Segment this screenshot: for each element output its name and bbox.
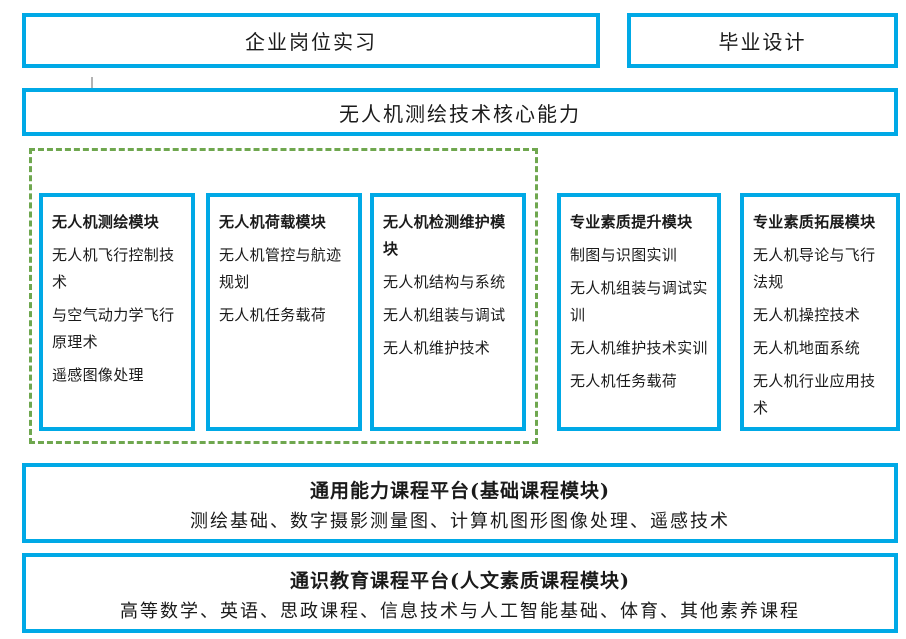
- course-item: 无人机任务载荷: [219, 306, 327, 324]
- internship-box: 企业岗位实习: [22, 13, 600, 68]
- course-item: 无人机结构与系统: [383, 273, 506, 291]
- graduation-design-box: 毕业设计: [627, 13, 898, 68]
- course-item: 无人机行业应用技术: [753, 372, 876, 417]
- module-box-quality-expansion: 专业素质拓展模块 无人机导论与飞行法规 无人机操控技术 无人机地面系统 无人机行…: [740, 193, 900, 431]
- module-box-mapping: 无人机测绘模块 无人机飞行控制技术 与空气动力学飞行原理术 遥感图像处理: [39, 193, 195, 431]
- course-item: 无人机导论与飞行法规: [753, 246, 876, 291]
- platform-courses: 测绘基础、数字摄影测量图、计算机图形图像处理、遥感技术: [190, 511, 730, 532]
- course-item: 无人机管控与航迹规划: [219, 246, 342, 291]
- course-item: 无人机组装与调试: [383, 306, 506, 324]
- module-box-quality-improvement: 专业素质提升模块 制图与识图实训 无人机组装与调试实训 无人机维护技术实训 无人…: [557, 193, 721, 431]
- graduation-design-label: 毕业设计: [718, 30, 807, 54]
- course-item: 遥感图像处理: [52, 366, 144, 384]
- course-item: 与空气动力学飞行原理术: [52, 306, 175, 351]
- module-title: 无人机荷载模块: [219, 213, 327, 231]
- course-item: 无人机组装与调试实训: [570, 279, 708, 324]
- platform-title: 通识教育课程平台(人文素质课程模块): [290, 570, 630, 592]
- module-title: 专业素质拓展模块: [753, 213, 876, 231]
- course-item: 无人机操控技术: [753, 306, 861, 324]
- platform-box-general-education: 通识教育课程平台(人文素质课程模块) 高等数学、英语、思政课程、信息技术与人工智…: [22, 553, 898, 633]
- module-title: 专业素质提升模块: [570, 213, 693, 231]
- module-box-inspection-maintenance: 无人机检测维护模块 无人机结构与系统 无人机组装与调试 无人机维护技术: [370, 193, 526, 431]
- core-ability-box: 无人机测绘技术核心能力: [22, 88, 898, 136]
- core-ability-label: 无人机测绘技术核心能力: [339, 101, 581, 126]
- course-item: 无人机飞行控制技术: [52, 246, 175, 291]
- module-title: 无人机测绘模块: [52, 213, 160, 231]
- core-modules-dashed-region: [29, 148, 538, 444]
- course-item: 无人机维护技术: [383, 339, 491, 357]
- course-item: 制图与识图实训: [570, 246, 678, 264]
- internship-label: 企业岗位实习: [245, 30, 377, 54]
- module-box-payload: 无人机荷载模块 无人机管控与航迹规划 无人机任务载荷: [206, 193, 362, 431]
- course-item: 无人机维护技术实训: [570, 339, 708, 357]
- platform-box-general-ability: 通用能力课程平台(基础课程模块) 测绘基础、数字摄影测量图、计算机图形图像处理、…: [22, 463, 898, 543]
- course-item: 无人机地面系统: [753, 339, 861, 357]
- course-item: 无人机任务载荷: [570, 372, 678, 390]
- platform-courses: 高等数学、英语、思政课程、信息技术与人工智能基础、体育、其他素养课程: [120, 601, 800, 622]
- module-title: 无人机检测维护模块: [383, 213, 506, 258]
- platform-title: 通用能力课程平台(基础课程模块): [310, 480, 610, 502]
